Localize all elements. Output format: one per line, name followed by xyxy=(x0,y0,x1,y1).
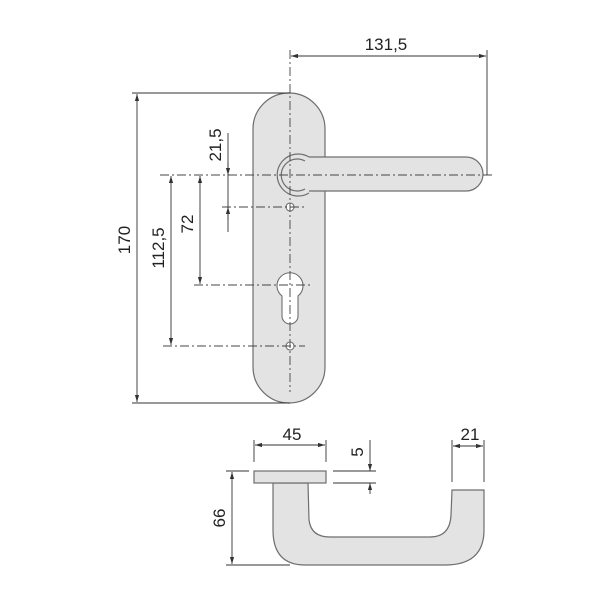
cylinder-cutout xyxy=(276,272,304,325)
lever-handle xyxy=(289,156,484,192)
dim-label-5: 5 xyxy=(348,447,367,456)
lever-profile xyxy=(272,482,485,566)
dim-label-131-5: 131,5 xyxy=(365,35,408,54)
rosette-profile xyxy=(253,470,327,484)
back-plate xyxy=(252,92,326,404)
dim-label-21-5: 21,5 xyxy=(206,128,225,161)
dim-label-112-5: 112,5 xyxy=(149,227,168,268)
side-view: 45 5 21 66 xyxy=(210,425,485,566)
dim-label-21: 21 xyxy=(461,425,480,444)
dim-label-66: 66 xyxy=(210,509,229,528)
dim-label-170: 170 xyxy=(115,226,134,254)
front-view: 131,5 170 112,5 72 21,5 xyxy=(115,35,492,404)
dim-label-45: 45 xyxy=(283,425,302,444)
dim-label-72: 72 xyxy=(178,215,197,234)
